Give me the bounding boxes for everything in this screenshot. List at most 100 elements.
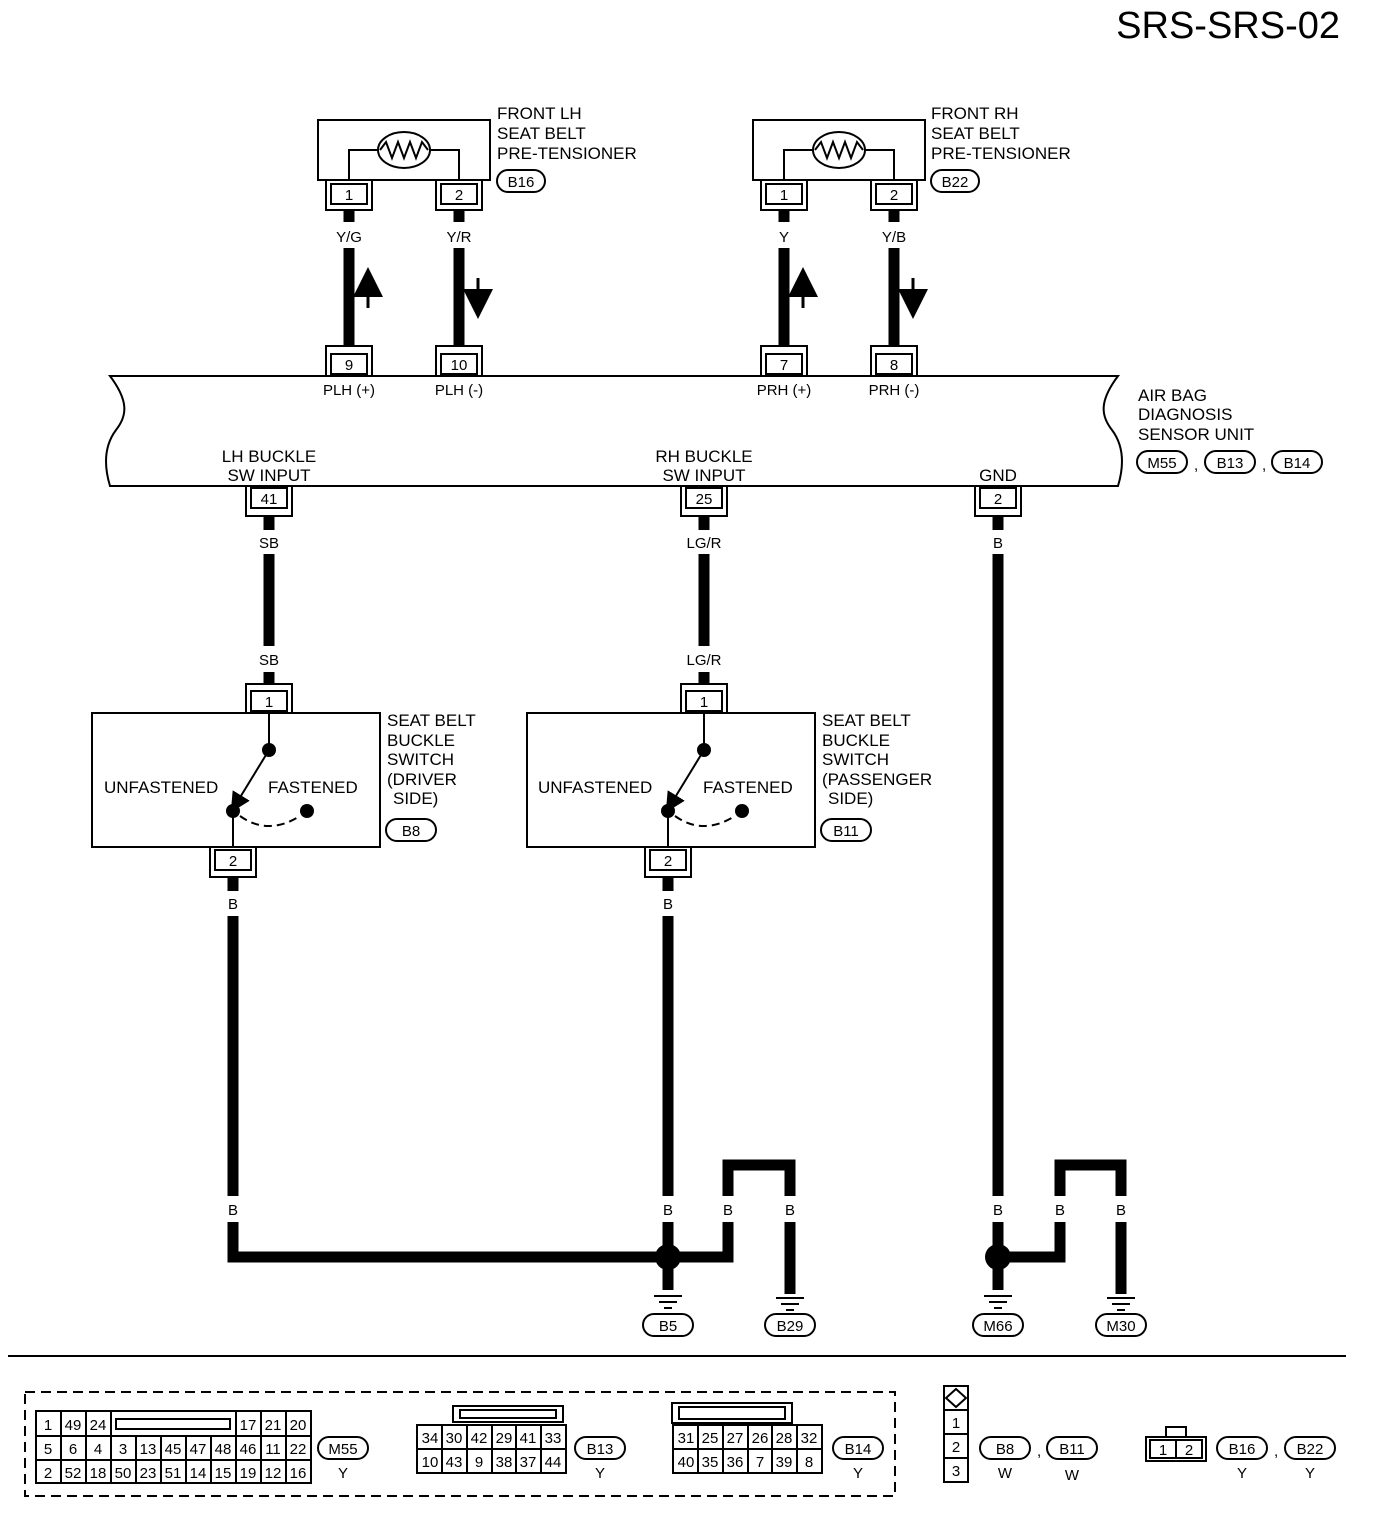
pin-label: 47	[190, 1441, 207, 1458]
wire-color: B	[1055, 1202, 1065, 1219]
unit-name: AIR BAG	[1138, 386, 1207, 405]
wire-color: B	[993, 535, 1003, 552]
pin-label: 6	[69, 1441, 77, 1458]
connector-b8-b11: 1 2 3 B8 , B11 W W	[943, 1385, 1098, 1484]
pin-label: 3	[119, 1441, 127, 1458]
pin-label: 46	[240, 1441, 257, 1458]
connector-tag-b11: B11	[833, 823, 859, 840]
pretensioner-rh-name: PRE-TENSIONER	[931, 144, 1071, 163]
pin-label: 8	[890, 357, 898, 374]
switch-name: SIDE)	[393, 789, 438, 808]
pin-label: 36	[727, 1454, 744, 1471]
wire-color: Y/R	[446, 229, 471, 246]
wire-color: Y	[779, 229, 789, 246]
connector-tag-b14: B14	[1284, 455, 1311, 472]
connector-b16-b22: 1 2 B16 , B22 Y Y	[1145, 1426, 1336, 1482]
connector-color: Y	[1237, 1465, 1247, 1482]
pretensioner-rh-name: SEAT BELT	[931, 124, 1020, 143]
pin-label: 34	[422, 1430, 439, 1447]
pin-label: 1	[952, 1415, 960, 1432]
wire-color: B	[993, 1202, 1003, 1219]
wire-color: B	[663, 896, 673, 913]
pin-name: PRH (-)	[869, 382, 920, 399]
pin-label: 11	[265, 1441, 281, 1458]
air-bag-diagnosis-sensor-unit: 9 PLH (+) 10 PLH (-) 7 PRH (+) 8 PRH (-)…	[105, 345, 1323, 517]
switch-name: SEAT BELT	[387, 711, 476, 730]
resistor-icon	[814, 139, 864, 161]
connector-color: W	[1065, 1467, 1080, 1484]
pin-label: 2	[229, 853, 237, 870]
connector-tag-b8: B8	[402, 823, 420, 840]
wire-color: Y/B	[882, 229, 906, 246]
wire-color: B	[1116, 1202, 1126, 1219]
pin-label: 8	[805, 1454, 813, 1471]
connector-color: W	[998, 1465, 1013, 1482]
pin-label: 7	[756, 1454, 764, 1471]
pin-label: 5	[44, 1441, 52, 1458]
switch-name: SIDE)	[828, 789, 873, 808]
switch-name: BUCKLE	[822, 731, 890, 750]
buckle-wires: SB SB LG/R LG/R B	[259, 516, 1004, 1196]
pin-label: 25	[702, 1430, 719, 1447]
pretensioner-lh: FRONT LH SEAT BELT PRE-TENSIONER B16 1 2	[317, 104, 637, 211]
pin-label: 32	[801, 1430, 818, 1447]
wire-color: B	[723, 1202, 733, 1219]
wire-color: SB	[259, 535, 279, 552]
pin-label: 2	[994, 491, 1002, 508]
separator-comma: ,	[1262, 457, 1266, 474]
pin-label: 18	[90, 1465, 107, 1482]
wire-color: LG/R	[686, 652, 721, 669]
pin-label: 4	[94, 1441, 102, 1458]
wire-color: B	[228, 1202, 238, 1219]
pin-label: 15	[215, 1465, 232, 1482]
connector-tag-m55: M55	[328, 1441, 357, 1458]
separator-comma: ,	[1274, 1443, 1278, 1460]
splice-point	[655, 1244, 681, 1270]
pin-label: 21	[265, 1417, 282, 1434]
pin-label: 1	[780, 187, 788, 204]
pretensioner-lh-name: SEAT BELT	[497, 124, 586, 143]
ground-tag: M30	[1106, 1318, 1135, 1335]
pin-label: 2	[890, 187, 898, 204]
pin-name: PLH (-)	[435, 382, 483, 399]
buckle-switch-passenger: 1 UNFASTENED FASTENED SEAT BELT BUCKLE S…	[526, 683, 932, 878]
pin-label: 37	[520, 1454, 537, 1471]
connector-color: Y	[1305, 1465, 1315, 1482]
pin-label: 25	[696, 491, 713, 508]
pin-label: 51	[165, 1465, 182, 1482]
pin-label: 31	[678, 1430, 695, 1447]
switch-state: UNFASTENED	[104, 778, 218, 797]
switch-state: UNFASTENED	[538, 778, 652, 797]
pin-label: 45	[165, 1441, 182, 1458]
pin-label: 1	[345, 187, 353, 204]
connector-m55: 1 49 24 17 21 20 5 6 4 3 13 45 47 48 46 …	[35, 1410, 369, 1484]
switch-name: (PASSENGER	[822, 770, 932, 789]
ground-tag: B5	[659, 1318, 677, 1335]
pin-label: 30	[446, 1430, 463, 1447]
pin-label: 12	[265, 1465, 282, 1482]
splice-point	[985, 1244, 1011, 1270]
pin-label: 29	[496, 1430, 513, 1447]
pin-label: 28	[776, 1430, 793, 1447]
connector-tag-b16: B16	[1229, 1441, 1256, 1458]
connector-tag-b22: B22	[942, 174, 969, 191]
pin-label: 14	[190, 1465, 207, 1482]
pretensioner-rh-name: FRONT RH	[931, 104, 1019, 123]
pin-label: 2	[664, 853, 672, 870]
pin-label: 9	[475, 1454, 483, 1471]
pin-name: LH BUCKLE	[222, 447, 316, 466]
pin-name: PRH (+)	[757, 382, 812, 399]
pin-label: 20	[290, 1417, 307, 1434]
pin-label: 44	[545, 1454, 562, 1471]
pin-label: 7	[780, 357, 788, 374]
switch-name: SWITCH	[822, 750, 889, 769]
connector-tag-b13: B13	[1217, 455, 1244, 472]
connector-b13: 34 30 42 29 41 33 10 43 9 38 37 44 B13 Y	[416, 1405, 626, 1482]
unit-name: SENSOR UNIT	[1138, 425, 1254, 444]
pin-label: 35	[702, 1454, 719, 1471]
pin-label: 1	[1159, 1442, 1167, 1459]
ground-wiring: B B B B B B B B B	[227, 877, 1147, 1337]
pin-label: 10	[422, 1454, 439, 1471]
pin-label: 1	[700, 694, 708, 711]
wire-color: Y/G	[336, 229, 362, 246]
